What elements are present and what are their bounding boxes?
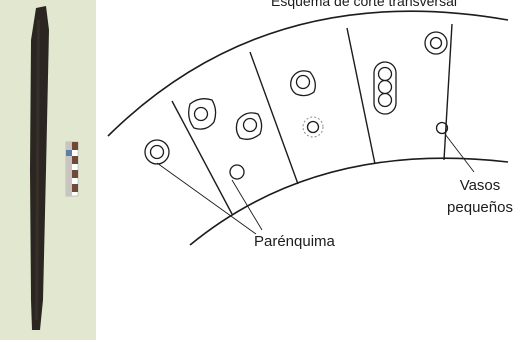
scale-bar — [65, 141, 79, 197]
vessel-group-cell-5 — [424, 31, 449, 135]
vessels-label-line-2: pequeños — [447, 199, 513, 216]
ray-divider-4 — [443, 23, 453, 161]
ray-divider-2 — [249, 51, 299, 185]
vessel-group-cell-3 — [290, 70, 324, 138]
wooden-object — [30, 6, 49, 330]
parenchyma-leader-line-2 — [231, 179, 263, 231]
vessel-group-cell-1 — [144, 139, 170, 165]
vessels-label-line-1: Vasos — [460, 177, 501, 194]
specimen-photo-graphic — [0, 0, 96, 340]
diagram-title: Esquema de corte transversal — [271, 0, 457, 9]
inner-arc — [189, 157, 509, 246]
vessel-group-cell-2 — [188, 98, 263, 180]
wooden-object-highlight — [35, 20, 40, 320]
cross-section-diagram: Esquema de corte transversal — [107, 0, 513, 250]
vessel-group-cell-4 — [373, 61, 397, 115]
ray-divider-3 — [346, 27, 376, 165]
vessels-leader-line — [444, 133, 475, 173]
ray-divider-1 — [171, 100, 233, 215]
parenchyma-leader-line-1 — [156, 162, 257, 235]
outer-arc — [107, 10, 509, 137]
parenchyma-label: Parénquima — [254, 233, 336, 250]
specimen-photo — [0, 0, 96, 340]
